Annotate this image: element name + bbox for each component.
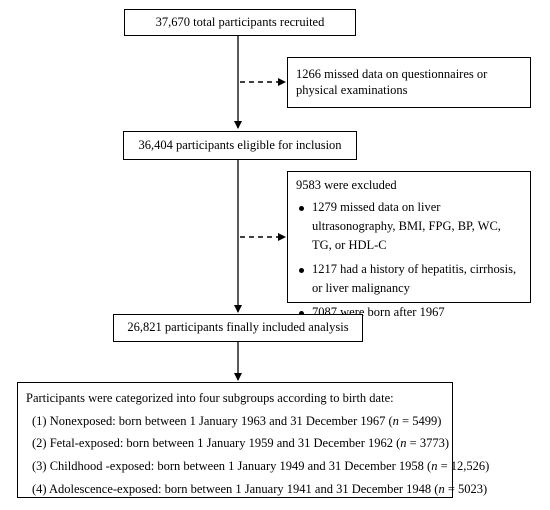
category-text: (3) Childhood -exposed: born between 1 J… — [32, 458, 432, 473]
box-missed-data: 1266 missed data on questionnaires or ph… — [287, 57, 531, 108]
box-recruited: 37,670 total participants recruited — [124, 9, 356, 36]
excluded-list: 1279 missed data on liver ultrasonograph… — [296, 198, 522, 322]
category-text: (4) Adolescence-exposed: born between 1 … — [32, 481, 439, 496]
category-fetal-exposed: (2) Fetal-exposed: born between 1 Januar… — [32, 436, 449, 452]
n-label: n — [392, 413, 399, 428]
category-text: (1) Nonexposed: born between 1 January 1… — [32, 413, 393, 428]
eligible-label: 36,404 participants eligible for inclusi… — [138, 137, 342, 152]
excluded-item-ultrasonography: 1279 missed data on liver ultrasonograph… — [296, 198, 522, 256]
n-value: = 5499) — [398, 413, 442, 428]
missed-label: 1266 missed data on questionnaires or ph… — [296, 66, 488, 97]
n-value: = 5023) — [444, 481, 488, 496]
n-label: n — [431, 458, 438, 473]
box-included: 26,821 participants finally included ana… — [113, 314, 363, 342]
n-value: = 12,526) — [437, 458, 490, 473]
excluded-item-text: 1279 missed data on liver ultrasonograph… — [312, 199, 501, 253]
box-categories: Participants were categorized into four … — [17, 382, 489, 498]
category-adolescence-exposed: (4) Adolescence-exposed: born between 1 … — [32, 481, 487, 498]
n-value: = 3773) — [406, 436, 450, 451]
categories-title: Participants were categorized into four … — [26, 391, 394, 405]
category-childhood-exposed: (3) Childhood -exposed: born between 1 J… — [32, 458, 489, 475]
bullet-icon — [299, 205, 304, 211]
category-text: (2) Fetal-exposed: born between 1 Januar… — [32, 436, 401, 451]
bullet-icon — [299, 310, 304, 316]
excluded-item-hepatitis: 1217 had a history of hepatitis, cirrhos… — [296, 260, 522, 299]
bullet-icon — [299, 267, 304, 273]
recruited-label: 37,670 total participants recruited — [155, 14, 325, 29]
n-label: n — [400, 436, 407, 451]
included-label: 26,821 participants finally included ana… — [127, 320, 349, 335]
excluded-title: 9583 were excluded — [296, 178, 397, 192]
category-nonexposed: (1) Nonexposed: born between 1 January 1… — [32, 414, 444, 430]
n-label: n — [438, 481, 445, 496]
box-excluded: 9583 were excluded 1279 missed data on l… — [287, 171, 531, 319]
excluded-item-text: 1217 had a history of hepatitis, cirrhos… — [312, 261, 517, 296]
box-eligible: 36,404 participants eligible for inclusi… — [123, 131, 357, 160]
